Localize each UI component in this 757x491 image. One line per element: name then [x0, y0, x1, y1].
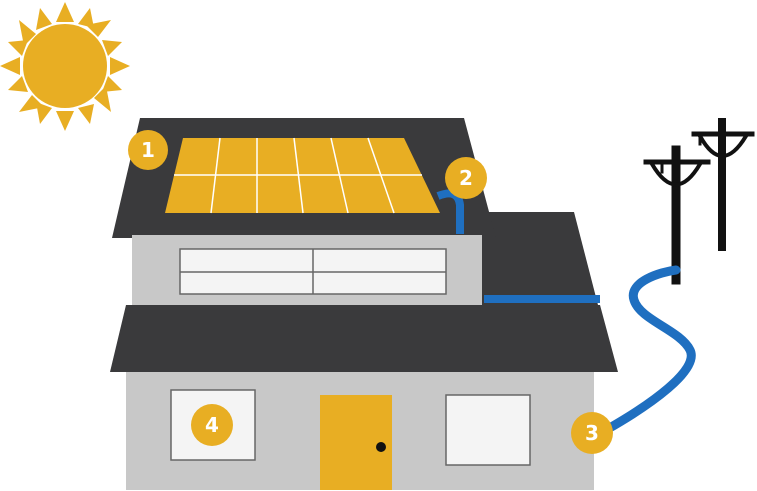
front-door — [320, 395, 392, 490]
badge-1-label: 1 — [141, 138, 155, 162]
upper-window — [179, 248, 447, 295]
sun-rays — [0, 2, 130, 131]
sun-icon — [0, 2, 130, 131]
solar-panel-icon — [165, 137, 440, 214]
sun-disc — [23, 24, 107, 108]
badge-3-label: 3 — [585, 421, 599, 445]
badge-4-label: 4 — [205, 413, 219, 437]
badge-1: 1 — [128, 130, 168, 170]
badge-4: 4 — [191, 404, 233, 446]
badge-2: 2 — [445, 157, 487, 199]
side-roof — [482, 212, 598, 305]
house-icon — [110, 118, 618, 490]
utility-pole-icon — [643, 118, 755, 285]
badge-3: 3 — [571, 412, 613, 454]
right-window — [445, 394, 531, 466]
door-knob — [376, 442, 386, 452]
badge-2-label: 2 — [459, 166, 473, 190]
lower-roof — [110, 305, 618, 372]
grid-cable — [601, 265, 696, 435]
